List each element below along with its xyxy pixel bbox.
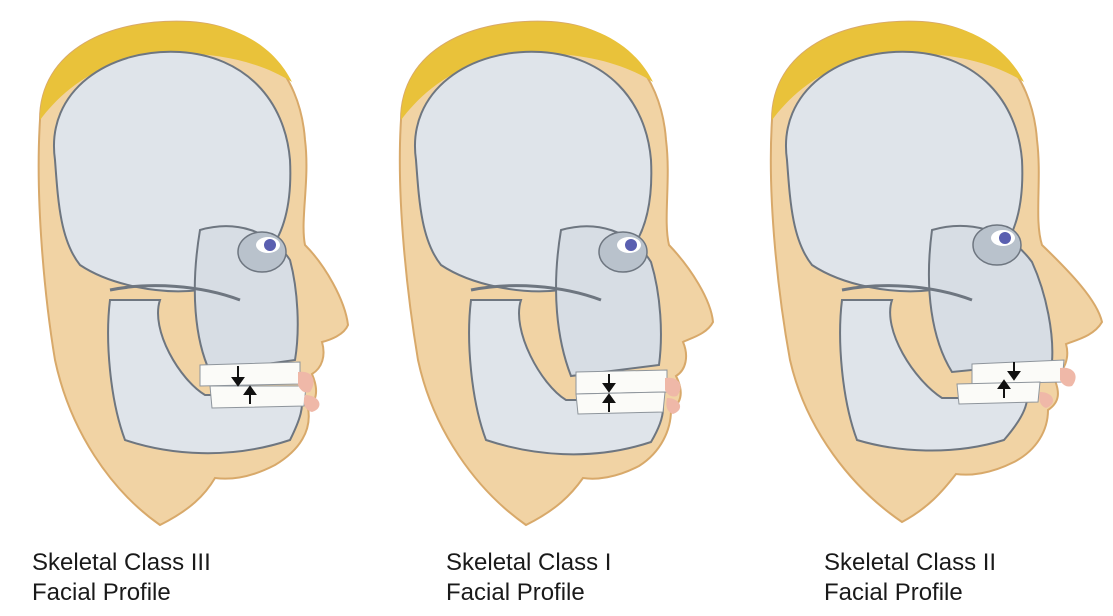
caption: Skeletal Class I Facial Profile <box>446 548 611 608</box>
caption-line-1: Skeletal Class II <box>824 548 996 578</box>
caption: Skeletal Class II Facial Profile <box>824 548 996 608</box>
eye <box>625 239 637 251</box>
caption-line-1: Skeletal Class III <box>32 548 211 578</box>
caption-line-2: Facial Profile <box>446 578 611 608</box>
head-illustration <box>371 0 742 540</box>
caption-line-2: Facial Profile <box>32 578 211 608</box>
skull-profile-illustration <box>39 22 348 525</box>
caption: Skeletal Class III Facial Profile <box>32 548 211 608</box>
caption-line-2: Facial Profile <box>824 578 996 608</box>
panel-class-i: Skeletal Class I Facial Profile <box>371 0 742 616</box>
head-illustration <box>0 0 371 540</box>
skull-profile-illustration <box>771 22 1102 522</box>
eye <box>264 239 276 251</box>
panel-class-iii: Skeletal Class III Facial Profile <box>0 0 371 616</box>
head-illustration <box>742 0 1113 540</box>
panel-class-ii: Skeletal Class II Facial Profile <box>742 0 1113 616</box>
caption-line-1: Skeletal Class I <box>446 548 611 578</box>
eye <box>999 232 1011 244</box>
skull-profile-illustration <box>400 22 713 525</box>
